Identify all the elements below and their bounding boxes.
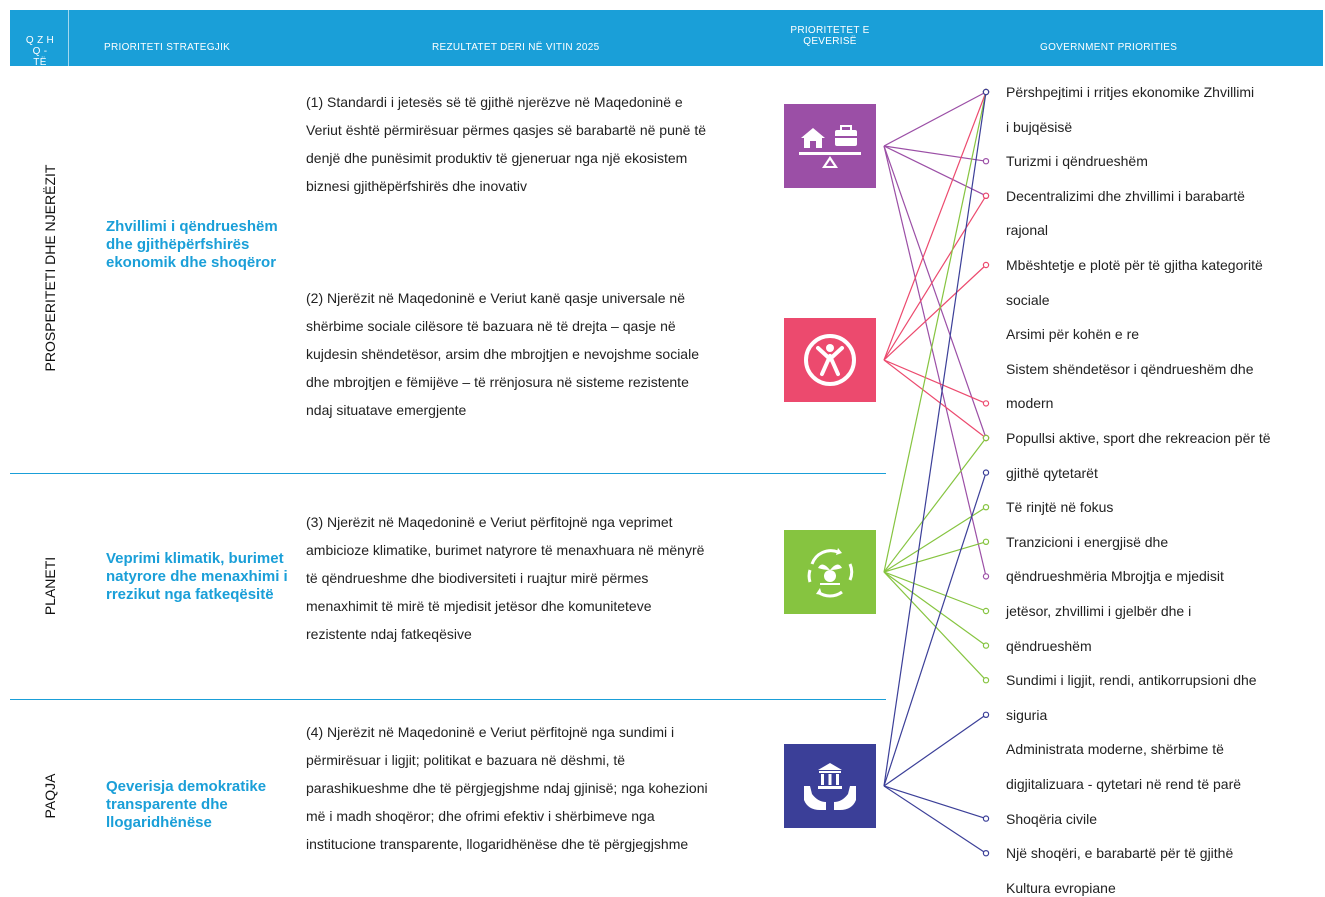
priority-item: Të rinjtë në fokus [1006, 499, 1114, 516]
row-divider [10, 473, 886, 474]
connection-line [883, 785, 987, 854]
priority-item: Sundimi i ligjit, rendi, antikorrupsioni… [1006, 672, 1257, 689]
row-divider [10, 699, 886, 700]
priority-item: Përshpejtimi i rritjes ekonomike Zhvilli… [1006, 84, 1255, 100]
priority-item: Një shoqëri, e barabartë për të gjithë [1006, 845, 1234, 862]
priority-item: Turizmi i qëndrueshëm [1006, 153, 1148, 170]
connection-dot [982, 815, 990, 822]
environment-tile [784, 530, 876, 614]
connection-line [883, 145, 987, 439]
connection-line [883, 714, 987, 787]
connection-dot [982, 711, 990, 719]
connection-line [883, 91, 987, 361]
priority-item: Mbështetje e plotë për të gjitha kategor… [1006, 257, 1263, 273]
priority-item: rajonal [1006, 222, 1049, 239]
priority-item: Administrata moderne, shërbime të [1006, 741, 1224, 758]
header-divider [68, 10, 69, 66]
priority-item: sociale [1006, 291, 1050, 308]
economy-balance-icon [799, 125, 861, 168]
connection-dot [982, 469, 990, 476]
connection-line [883, 571, 987, 612]
connection-line [883, 145, 987, 197]
priority-item: Shoqëria civile [1006, 810, 1098, 827]
connection-dot [982, 88, 990, 96]
connection-dot [982, 607, 990, 615]
strategic-priority: Veprimi klimatik, burimet natyrore dhe m… [106, 550, 288, 603]
connection-dot [982, 677, 990, 684]
priority-item: siguria [1006, 706, 1048, 723]
connection-line [883, 264, 987, 361]
governance-tile [784, 744, 876, 828]
priority-item: qëndrueshmëria Mbrojtja e mjedisit [1006, 568, 1224, 585]
connection-line [883, 195, 987, 361]
priority-item: Sistem shëndetësor i qëndrueshëm dhe [1006, 360, 1254, 377]
connection-line [883, 785, 987, 820]
priority-item: Popullsi aktive, sport dhe rekreacion pë… [1006, 430, 1271, 446]
header-gov-en: GOVERNMENT PRIORITIES [1040, 42, 1178, 53]
header-results: REZULTATET DERI NË VITIN 2025 [432, 42, 600, 53]
priority-item: Tranzicioni i energjisë dhe [1006, 533, 1169, 550]
governance-institution-icon [804, 763, 856, 810]
strategic-priority: Qeverisja demokratike transparente dhe l… [106, 778, 267, 831]
connection-dot [982, 400, 990, 407]
connection-line [883, 359, 987, 439]
header-gov: PRIORITETET E QEVERISË [790, 25, 870, 47]
social-tile [784, 318, 876, 402]
priority-item: i bujqësisë [1006, 118, 1073, 135]
header-strategic: PRIORITETI STRATEGJIK [104, 42, 231, 53]
connection-line [883, 145, 987, 577]
result-text: (2) Njerëzit në Maqedoninë e Veriut kanë… [306, 290, 699, 418]
priority-item: Arsimi për kohën e re [1006, 326, 1140, 343]
result-text: (4) Njerëzit në Maqedoninë e Veriut përf… [306, 724, 708, 852]
connection-dot [982, 192, 990, 199]
result-text: (3) Njerëzit në Maqedoninë e Veriut përf… [306, 514, 705, 642]
priority-item: Kultura evropiane [1006, 879, 1116, 896]
connection-line [883, 506, 987, 573]
priority-item: modern [1006, 395, 1054, 412]
connection-line [883, 145, 987, 162]
connection-dot [982, 157, 990, 165]
connection-line [883, 437, 987, 573]
priority-item: qëndrueshëm [1006, 637, 1092, 654]
priority-item: Decentralizimi dhe zhvillimi i barabartë [1006, 187, 1245, 204]
connection-dot [982, 850, 990, 857]
connection-line [883, 91, 987, 573]
economy-tile [784, 104, 876, 188]
connection-dot [982, 573, 990, 580]
connection-line [883, 91, 987, 147]
table-header: Q Z H Q - TË PRIORITETI STRATEGJIK REZUL… [10, 10, 1323, 68]
priority-item: digjitalizuara - qytetari në rend të par… [1006, 776, 1242, 792]
priority-item: jetësor, zhvillimi i gjelbër dhe i [1006, 603, 1192, 619]
connection-line [883, 541, 987, 573]
result-text: (1) Standardi i jetesës së të gjithë nje… [306, 94, 707, 194]
strategic-priority: Zhvillimi i qëndrueshëm dhe gjithëpërfsh… [106, 218, 278, 271]
environment-cycle-icon [807, 548, 854, 598]
connection-line [883, 472, 987, 787]
connection-line [883, 359, 987, 404]
connection-dot [982, 538, 990, 546]
connection-line [883, 571, 987, 647]
connection-line [883, 91, 987, 787]
connection-dot [982, 261, 990, 269]
priority-item: gjithë qytetarët [1006, 464, 1098, 481]
connection-line [883, 571, 987, 681]
connection-dot [982, 504, 990, 511]
header-qzhq: Q Z H Q - TË [25, 35, 55, 68]
connection-dot [982, 434, 990, 442]
connection-dot [982, 642, 990, 649]
social-person-icon [804, 334, 856, 386]
